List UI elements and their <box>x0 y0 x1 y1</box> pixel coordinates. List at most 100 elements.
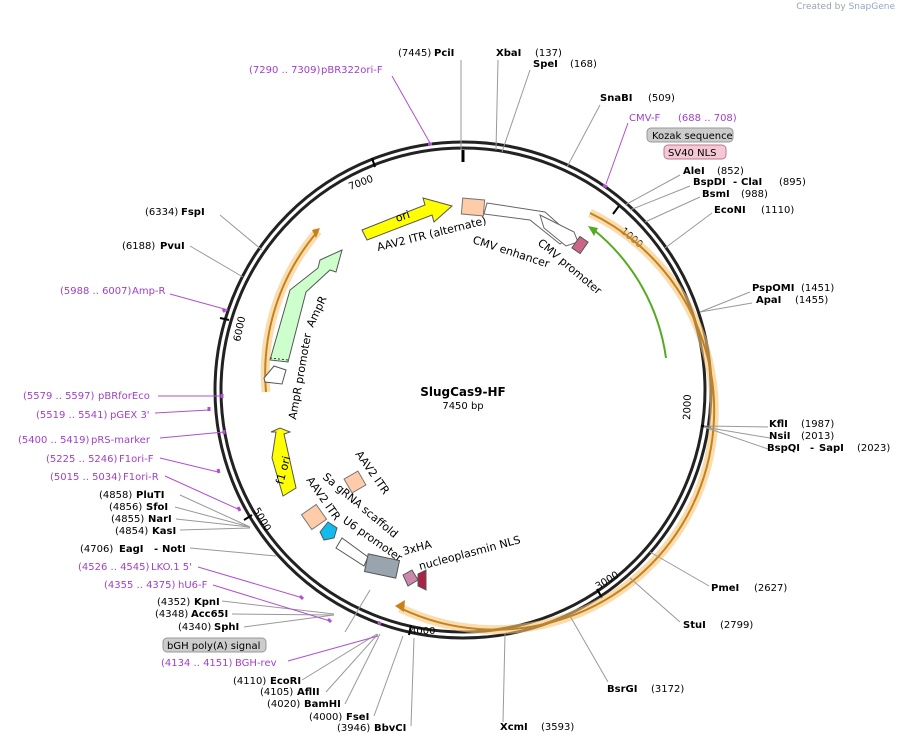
ampr-feature[interactable] <box>269 249 343 363</box>
pos-stui: (2799) <box>720 620 753 631</box>
pos-pcii: (7445) <box>398 48 431 59</box>
pos-pmei: (2627) <box>754 583 787 594</box>
boxed-feature-labels: Kozak sequence SV40 NLS bGH poly(A) sign… <box>162 127 734 653</box>
pos-fsei: (4000) <box>309 712 342 723</box>
enzyme-kasi: KasI <box>152 526 176 537</box>
enzyme-bspdi: BspDI <box>693 177 726 188</box>
pos-bspqi: (2023) <box>857 443 890 454</box>
cmv-enhancer-label: CMV enhancer <box>471 233 552 270</box>
pos-alei: (852) <box>717 166 744 177</box>
primer-pos-bgh-rev: (4134 .. 4151) <box>161 658 233 669</box>
enzyme-stui: StuI <box>683 620 706 631</box>
enzyme-kpni: KpnI <box>194 597 220 608</box>
f1-ori-feature[interactable] <box>270 427 297 497</box>
3xha-feature[interactable] <box>402 569 419 587</box>
primer-marks <box>207 142 608 626</box>
enzyme-ecori: EcoRI <box>270 676 301 687</box>
sv40-nls-box <box>663 144 727 160</box>
primer-pos-pbrforeco: (5579 .. 5597) <box>23 391 95 402</box>
enzyme-econi: EcoNI <box>714 205 746 216</box>
cmv-promoter-feature[interactable] <box>539 214 579 247</box>
nucleoplasmin-nls-label: nucleoplasmin NLS <box>417 533 521 573</box>
green-feature-arrowhead <box>588 226 598 236</box>
green-feature-arc <box>593 229 667 359</box>
bgh-polya-box <box>162 637 267 653</box>
enzyme-bbvci: BbvCI <box>374 723 406 734</box>
tick-label-4000: 4000 <box>410 626 435 637</box>
primer-pbr322ori-f: pBR322ori-F <box>321 65 383 76</box>
primer-pos-amp-r: (5988 .. 6007) <box>60 286 132 297</box>
enzyme-aflii: AflII <box>297 687 320 698</box>
tick-label-2000: 2000 <box>682 394 694 420</box>
enzyme-pmei: PmeI <box>711 583 739 594</box>
pos-snabi: (509) <box>648 93 675 104</box>
u6-promoter-feature[interactable] <box>363 553 401 579</box>
primer-pos-f1ori-f: (5225 .. 5246) <box>46 454 118 465</box>
pos-ecori: (4110) <box>233 676 266 687</box>
enzyme-kfli: KflI <box>769 419 788 430</box>
pos-xbai: (137) <box>535 48 562 59</box>
enzyme-bsrgi: BsrGI <box>607 684 637 695</box>
enzyme-xcmi: XcmI <box>500 722 528 733</box>
aav2-itr-box-2[interactable] <box>300 503 328 531</box>
kozak-label: Kozak sequence <box>652 131 733 142</box>
primer-bgh-rev: BGH-rev <box>235 658 277 669</box>
pos-kpni: (4352) <box>157 597 190 608</box>
primer-hu6-f: hU6-F <box>178 580 208 591</box>
pos-pspomi: (1451) <box>801 283 834 294</box>
sgrna-scaffold-feature[interactable] <box>319 521 338 541</box>
enzyme-noti-dash: - <box>154 544 158 555</box>
backbone-inner <box>219 146 707 634</box>
aav2-itr-box[interactable] <box>343 470 367 494</box>
enzyme-snabi: SnaBI <box>600 93 632 104</box>
primer-pos-cmv-f: (688 .. 708) <box>678 113 737 124</box>
enzyme-fsei: FseI <box>346 712 369 723</box>
small-nls-feature[interactable] <box>571 235 589 255</box>
primer-lko1: LKO.1 5' <box>151 562 192 573</box>
enzyme-sapi-dash: - <box>810 443 814 454</box>
u6-promoter-arrow <box>335 537 369 567</box>
pos-apai: (1455) <box>795 295 828 306</box>
ampr-label: AmpR <box>304 294 330 330</box>
bgh-polya-label: bGH poly(A) signal <box>167 641 260 652</box>
ampr-promoter-feature[interactable] <box>263 365 287 385</box>
primer-labels: (7290 .. 7309) pBR322ori-F CMV-F (688 ..… <box>18 65 737 669</box>
ori-feature[interactable] <box>361 197 454 241</box>
enzyme-pcii: PciI <box>434 48 454 59</box>
nucleoplasmin-nls-feature[interactable] <box>417 569 427 591</box>
pos-acc65i: (4348) <box>155 609 188 620</box>
enzyme-bspqi: BspQI <box>767 443 800 454</box>
pos-eagi: (4706) <box>80 544 113 555</box>
left-orf-arrowhead <box>312 228 320 238</box>
enzyme-sphi: SphI <box>214 622 239 633</box>
pos-econi: (1110) <box>761 205 794 216</box>
pos-bamhi: (4020) <box>267 699 300 710</box>
enzyme-labels-left: (6334) FspI (6188) PvuI (4858) PluTI (48… <box>80 207 406 734</box>
primer-pos-lko1: (4526 .. 4545) <box>78 562 150 573</box>
pos-spei: (168) <box>570 59 597 70</box>
pos-bbvci: (3946) <box>337 723 370 734</box>
cmv-enhancer-feature[interactable] <box>483 202 573 245</box>
enzyme-sapi: SapI <box>819 443 844 454</box>
enzyme-pluti: PluTI <box>136 490 164 501</box>
aav2-itr-alternate-box[interactable] <box>460 197 486 217</box>
primer-prs-marker: pRS-marker <box>91 435 151 446</box>
leader-lines <box>174 59 771 727</box>
enzyme-acc65i: Acc65I <box>191 609 228 620</box>
enzyme-nsii: NsiI <box>769 431 790 442</box>
credit-brand: SnapGene <box>848 2 895 12</box>
ampr-dash <box>269 357 289 361</box>
enzyme-nari: NarI <box>148 514 172 525</box>
enzyme-sfoi: SfoI <box>146 502 168 513</box>
primer-cmv-f: CMV-F <box>629 113 660 124</box>
enzyme-pvui: PvuI <box>160 241 185 252</box>
enzyme-alei: AleI <box>683 166 705 177</box>
left-orf-arc <box>264 230 319 393</box>
pos-kasi: (4854) <box>115 526 148 537</box>
pos-bsmi: (988) <box>741 189 768 200</box>
enzyme-xbai: XbaI <box>496 48 521 59</box>
enzyme-apai: ApaI <box>756 295 781 306</box>
enzyme-clai: ClaI <box>741 177 762 188</box>
sv40-nls-label: SV40 NLS <box>668 148 717 159</box>
